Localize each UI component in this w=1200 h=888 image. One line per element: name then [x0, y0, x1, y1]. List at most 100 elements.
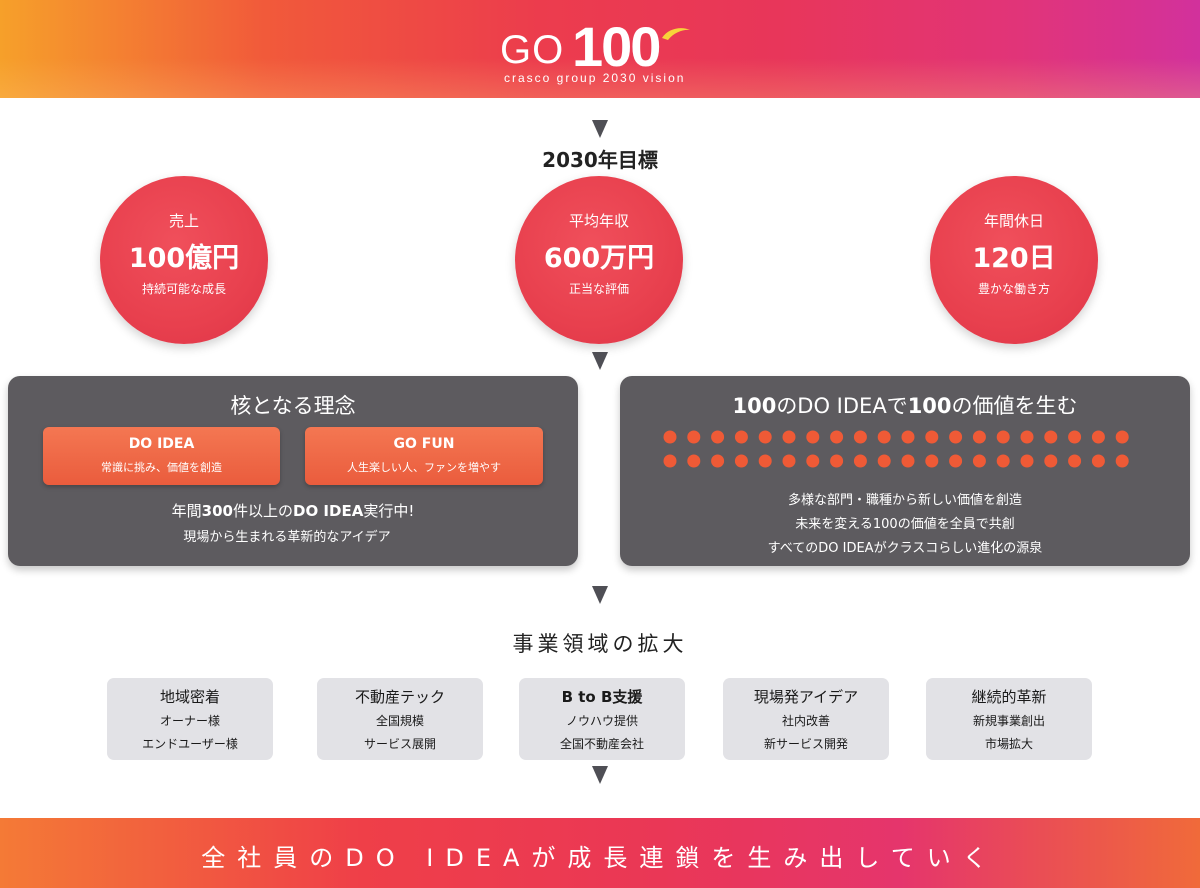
- core-line-1-suffix: 実行中!: [363, 502, 415, 520]
- idea-dot: [1091, 430, 1105, 444]
- footer-slogan: 全社員のDO IDEAが成長連鎖を生み出していく: [201, 844, 999, 872]
- idea-dot: [1068, 454, 1082, 468]
- do-idea-box: DO IDEA 常識に挑み、価値を創造: [43, 427, 280, 485]
- idea-dot: [782, 454, 796, 468]
- goal-sub: 持続可能な成長: [141, 282, 226, 296]
- down-arrow-icon: [592, 586, 608, 604]
- area-line-2: 市場拡大: [984, 737, 1033, 751]
- idea-dot: [830, 454, 844, 468]
- idea-dot: [1044, 454, 1058, 468]
- idea-dot: [1091, 454, 1105, 468]
- idea-dot: [925, 430, 939, 444]
- goal-circle-sales: 売上 100億円 持続可能な成長: [100, 176, 268, 344]
- logo-subtitle: crasco group 2030 vision: [504, 71, 686, 85]
- area-line-1: ノウハウ提供: [565, 714, 638, 728]
- idea-dot: [1115, 430, 1129, 444]
- do-idea-sub: 常識に挑み、価値を創造: [101, 461, 222, 474]
- idea-dot: [663, 454, 677, 468]
- goal-label: 平均年収: [568, 212, 629, 230]
- idea-dots-grid: [663, 430, 1129, 468]
- goal-circle-salary: 平均年収 600万円 正当な評価: [515, 176, 683, 344]
- idea-dot: [758, 430, 772, 444]
- goal-circle-holidays: 年間休日 120日 豊かな働き方: [930, 176, 1098, 344]
- ideas-line-3: すべてのDO IDEAがクラスコらしい進化の源泉: [767, 541, 1043, 556]
- ideas-title-num2: 100: [907, 394, 952, 418]
- area-box-field-ideas: 現場発アイデア 社内改善 新サービス開発: [723, 678, 889, 760]
- down-arrow-icon: [592, 352, 608, 370]
- down-arrow-icon: [592, 766, 608, 784]
- ideas-title-suffix: の価値を生む: [951, 394, 1078, 418]
- goal-sub: 豊かな働き方: [977, 282, 1050, 296]
- idea-dot: [972, 454, 986, 468]
- idea-dot: [806, 454, 820, 468]
- area-box-btob: B to B支援 ノウハウ提供 全国不動産会社: [519, 678, 685, 760]
- ideas-panel: 100のDO IDEAで100の価値を生む 多様な部門・職種から新しい価値を創造…: [620, 376, 1190, 566]
- areas-title: 事業領域の拡大: [512, 632, 688, 656]
- core-line-1: 年間300件以上のDO IDEA実行中!: [8, 500, 578, 521]
- do-idea-title: DO IDEA: [128, 436, 195, 452]
- area-title: 地域密着: [159, 688, 220, 706]
- area-line-2: サービス展開: [363, 737, 436, 751]
- goals-title: 2030年目標: [542, 148, 658, 172]
- area-line-1: 新規事業創出: [972, 714, 1045, 728]
- goal-value: 100億円: [128, 243, 240, 274]
- idea-dot: [901, 454, 915, 468]
- idea-dot: [782, 430, 796, 444]
- idea-dot: [996, 430, 1010, 444]
- area-title: 現場発アイデア: [753, 688, 859, 706]
- idea-dot: [1044, 430, 1058, 444]
- idea-dot: [925, 454, 939, 468]
- idea-dot: [1068, 430, 1082, 444]
- core-line-2: 現場から生まれる革新的なアイデア: [183, 530, 391, 545]
- area-line-2: エンドユーザー様: [142, 737, 238, 751]
- ideas-line-1: 多様な部門・職種から新しい価値を創造: [787, 493, 1022, 508]
- area-box-innovation: 継続的革新 新規事業創出 市場拡大: [926, 678, 1092, 760]
- area-line-1: オーナー様: [159, 714, 220, 728]
- area-line-2: 新サービス開発: [763, 737, 848, 751]
- core-line-1-prefix: 年間: [171, 502, 202, 520]
- goal-label: 年間休日: [983, 212, 1044, 230]
- logo-100-text: 100: [572, 15, 661, 78]
- idea-dot: [687, 430, 701, 444]
- idea-dot: [734, 430, 748, 444]
- idea-dot: [806, 430, 820, 444]
- area-box-realestate-tech: 不動産テック 全国規模 サービス展開: [317, 678, 483, 760]
- go-fun-title: GO FUN: [393, 436, 455, 452]
- area-title: 継続的革新: [971, 688, 1047, 706]
- idea-dot: [949, 430, 963, 444]
- area-box-local: 地域密着 オーナー様 エンドユーザー様: [107, 678, 273, 760]
- idea-dot: [711, 430, 725, 444]
- idea-dot: [1020, 454, 1034, 468]
- footer-banner: 全社員のDO IDEAが成長連鎖を生み出していく: [0, 818, 1200, 888]
- idea-dot: [949, 454, 963, 468]
- goal-sub: 正当な評価: [568, 282, 629, 296]
- idea-dot: [711, 454, 725, 468]
- go100-logo: GO 100 crasco group 2030 vision: [500, 14, 700, 86]
- area-line-1: 全国規模: [375, 714, 424, 728]
- idea-dot: [972, 430, 986, 444]
- idea-dot: [734, 454, 748, 468]
- core-philosophy-panel: 核となる理念 DO IDEA 常識に挑み、価値を創造 GO FUN 人生楽しい人…: [8, 376, 578, 566]
- core-line-1-num: 300: [201, 502, 233, 520]
- idea-dot: [996, 454, 1010, 468]
- ideas-title: 100のDO IDEAで100の価値を生む: [620, 390, 1190, 420]
- goal-value: 120日: [972, 243, 1056, 274]
- idea-dot: [877, 430, 891, 444]
- core-line-1-bold: DO IDEA: [293, 502, 364, 520]
- area-line-1: 社内改善: [781, 714, 830, 728]
- area-title: 不動産テック: [354, 688, 445, 706]
- idea-dot: [877, 454, 891, 468]
- idea-dot: [853, 454, 867, 468]
- idea-dot: [1115, 454, 1129, 468]
- idea-dot: [830, 430, 844, 444]
- core-title: 核となる理念: [230, 394, 356, 418]
- area-line-2: 全国不動産会社: [559, 737, 644, 751]
- idea-dot: [1020, 430, 1034, 444]
- ideas-title-num1: 100: [732, 394, 777, 418]
- ideas-title-mid: のDO IDEAで: [776, 394, 908, 418]
- down-arrow-icon: [592, 120, 608, 138]
- area-title: B to B支援: [561, 688, 643, 706]
- goal-value: 600万円: [543, 243, 655, 274]
- logo-go-text: GO: [500, 28, 565, 72]
- ideas-line-2: 未来を変える100の価値を全員で共創: [795, 517, 1015, 532]
